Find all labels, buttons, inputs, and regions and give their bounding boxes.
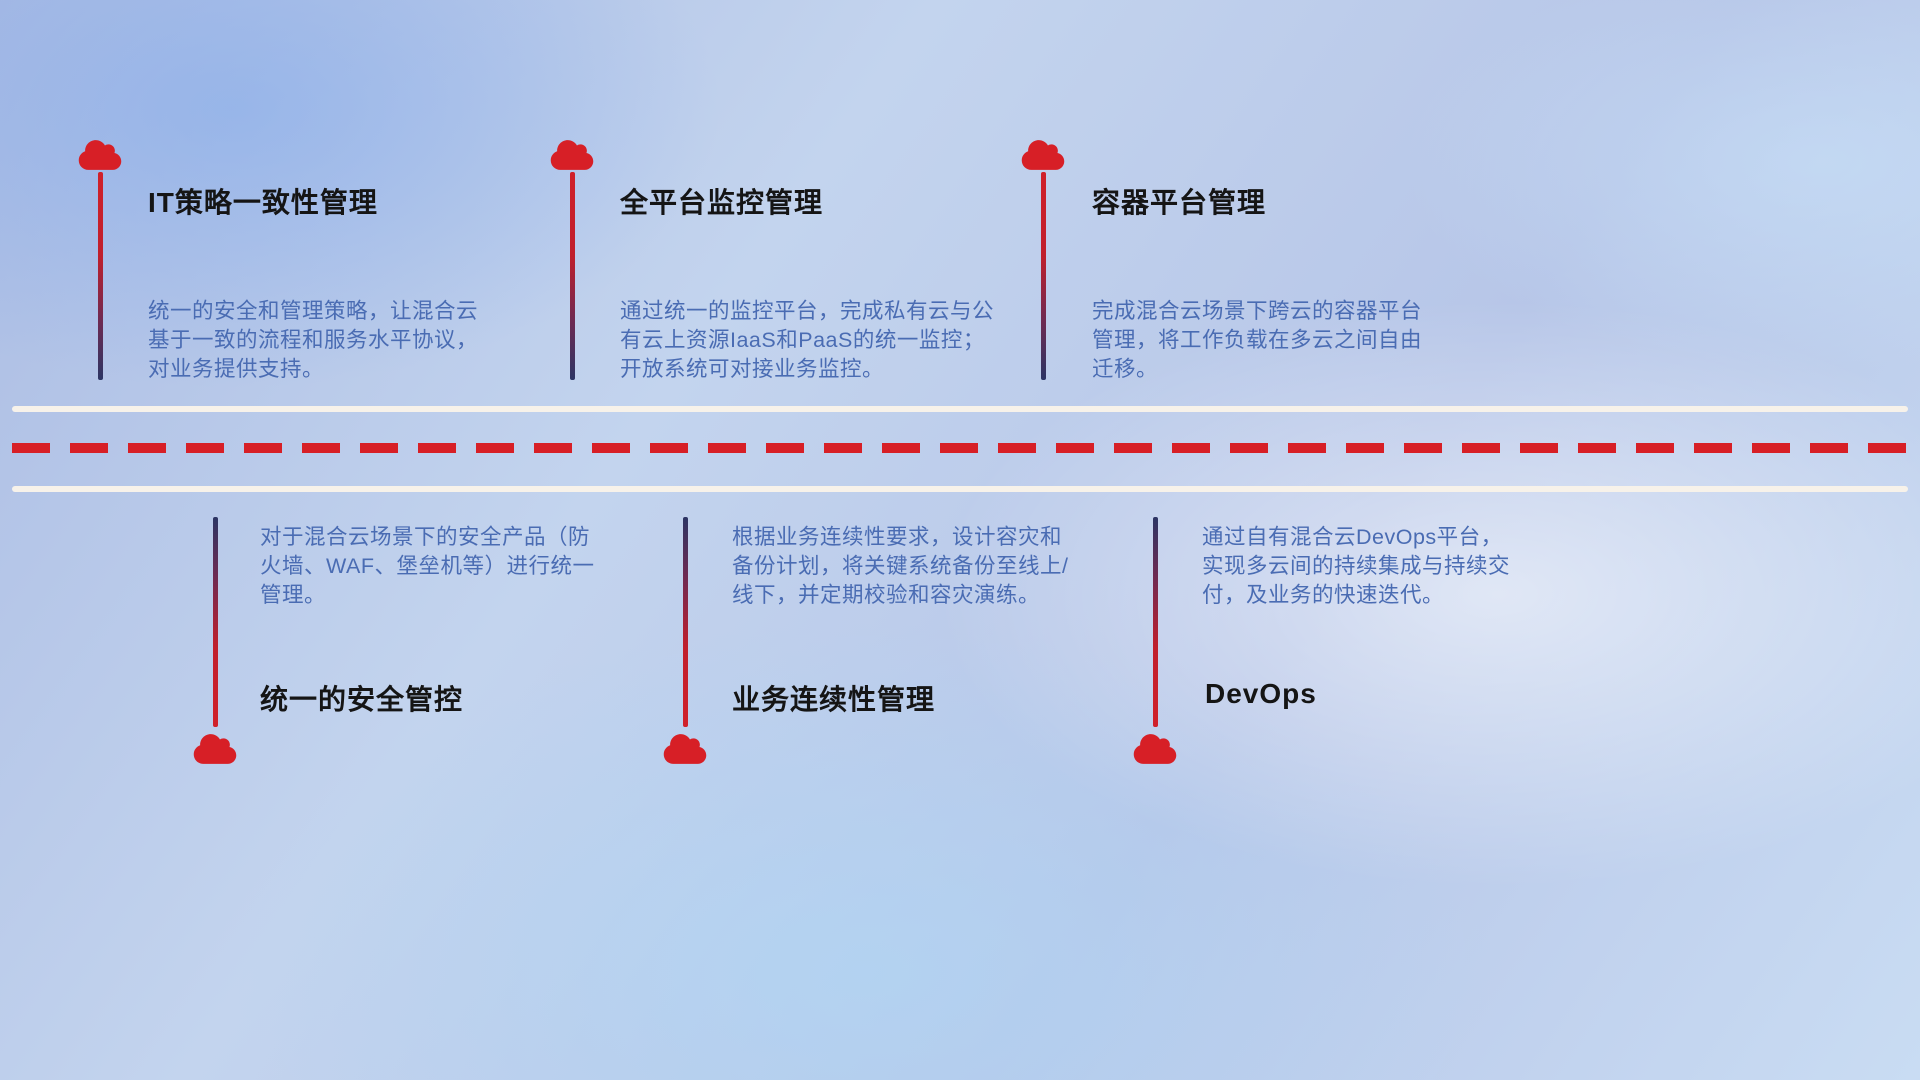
- divider-dashed-line: [12, 443, 1908, 453]
- capability-title: 业务连续性管理: [732, 684, 936, 715]
- cloud-icon: [548, 138, 596, 172]
- capability-description: 统一的安全和管理策略，让混合云基于一致的流程和服务水平协议，对业务提供支持。: [148, 299, 479, 382]
- connector-line: [1041, 172, 1046, 380]
- cloud-icon: [1131, 732, 1179, 766]
- connector-line: [98, 172, 103, 380]
- cloud-icon: [661, 732, 709, 766]
- divider-solid-bottom: [12, 486, 1908, 492]
- capability-title: 统一的安全管控: [260, 684, 464, 715]
- capability-description: 完成混合云场景下跨云的容器平台管理，将工作负载在多云之间自由迁移。: [1092, 299, 1423, 382]
- connector-line: [570, 172, 575, 380]
- cloud-icon: [1019, 138, 1067, 172]
- cloud-icon: [76, 138, 124, 172]
- divider-solid-top: [12, 406, 1908, 412]
- cloud-icon: [191, 732, 239, 766]
- connector-line: [683, 517, 688, 727]
- capability-description: 对于混合云场景下的安全产品（防火墙、WAF、堡垒机等）进行统一管理。: [260, 525, 595, 608]
- capability-description: 根据业务连续性要求，设计容灾和备份计划，将关键系统备份至线上/线下，并定期校验和…: [732, 525, 1069, 608]
- capability-title: IT策略一致性管理: [148, 187, 378, 218]
- capability-title: 全平台监控管理: [620, 187, 824, 218]
- capability-description: 通过自有混合云DevOps平台，实现多云间的持续集成与持续交付，及业务的快速迭代…: [1202, 525, 1511, 608]
- connector-line: [1153, 517, 1158, 727]
- connector-line: [213, 517, 218, 727]
- capability-title: 容器平台管理: [1092, 187, 1267, 218]
- capability-title: DevOps: [1205, 678, 1317, 709]
- capability-description: 通过统一的监控平台，完成私有云与公有云上资源IaaS和PaaS的统一监控；开放系…: [620, 299, 995, 382]
